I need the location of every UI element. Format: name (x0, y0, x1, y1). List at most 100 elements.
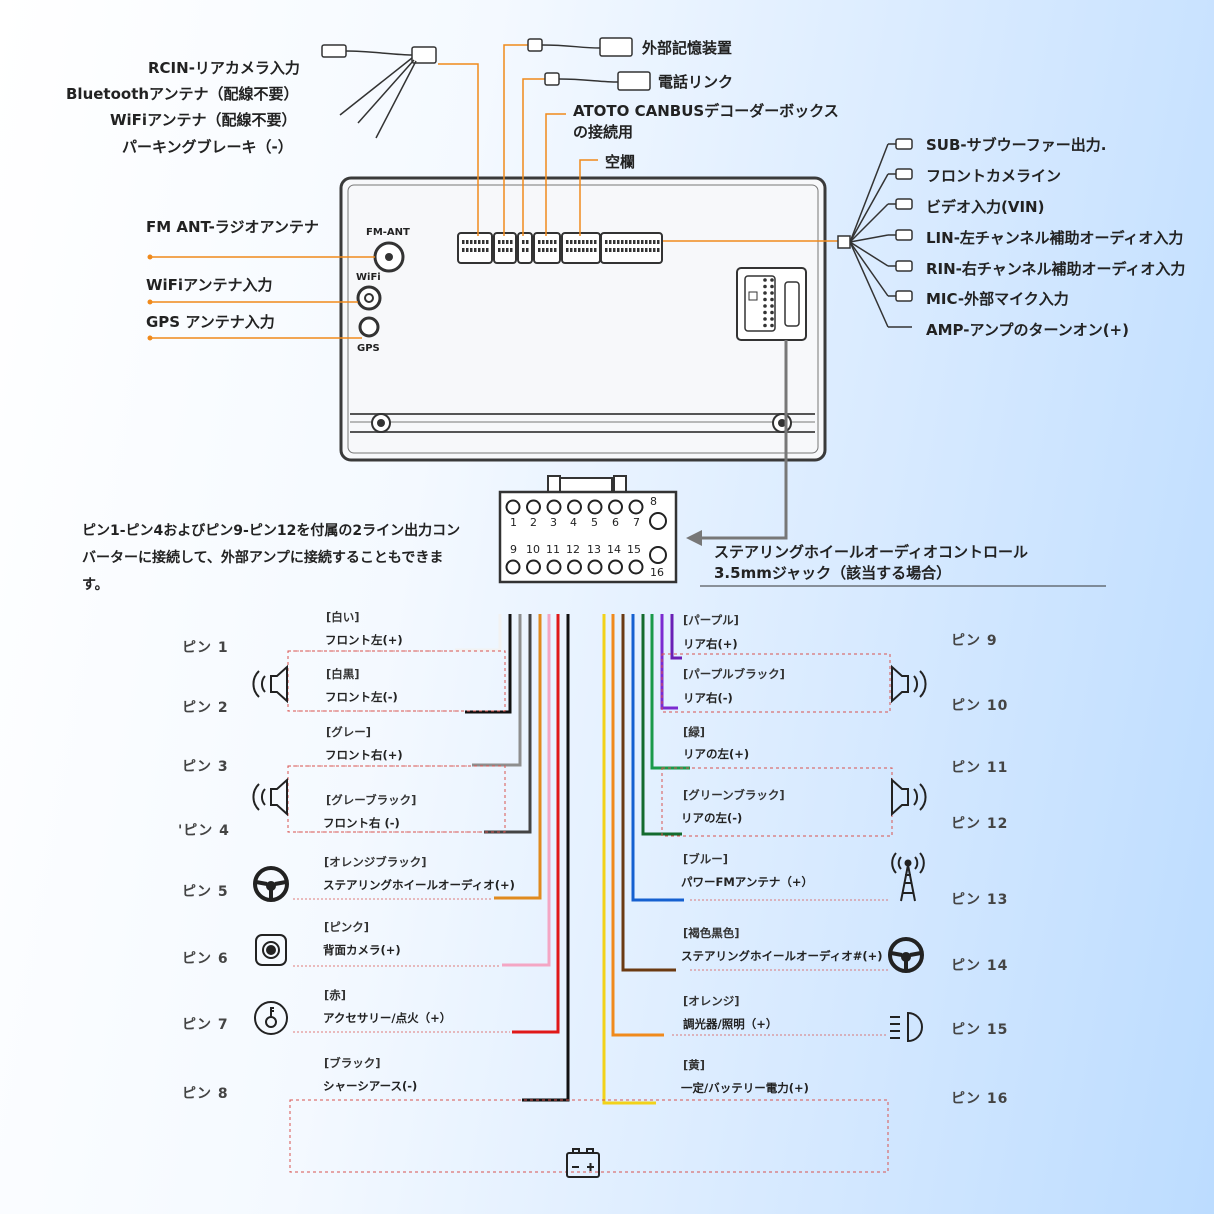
wire-color-14: [褐色黒色] (683, 926, 740, 940)
harness-pin (506, 240, 509, 244)
wifi-antenna-label: WiFiアンテナ入力 (146, 276, 273, 294)
pin-label-11: ピン 11 (951, 760, 1009, 776)
pin-hole-bottom (628, 559, 644, 575)
16-pin-connector (498, 475, 678, 584)
battery-icon (566, 1148, 600, 1178)
harness-pin (574, 248, 577, 252)
rca-cable (849, 241, 889, 297)
iso-pin (763, 284, 767, 289)
pin-label-13: ピン 13 (951, 892, 1009, 908)
fm-port-label: FM-ANT (366, 227, 410, 238)
harness-pin (570, 248, 573, 252)
harness-pin (566, 240, 569, 244)
pin-hole-top (567, 499, 582, 515)
wire-1 (455, 614, 502, 652)
wire-desc-2: フロント左(-) (325, 690, 398, 704)
wire-6 (502, 614, 551, 967)
harness-pin (498, 240, 501, 244)
pin-num-5: 5 (591, 516, 598, 529)
wire-color-10: [パープルブラック] (683, 667, 785, 681)
iso-pin (763, 297, 767, 302)
wire-color-2: [白黒] (326, 667, 360, 681)
harness-pin (613, 240, 616, 244)
harness-pin (621, 248, 624, 252)
rca-cable (849, 143, 889, 243)
harness-pin (478, 248, 481, 252)
wire-9 (670, 614, 682, 660)
pin-hole-bottom (526, 559, 541, 575)
harness-pin (617, 248, 620, 252)
harness-pin (594, 248, 597, 252)
harness-pin (570, 240, 573, 244)
harness-pin (657, 248, 660, 252)
head-unit (339, 176, 827, 462)
harness-pin (542, 248, 545, 252)
harness-pin (482, 240, 485, 244)
harness-pin (546, 240, 549, 244)
wire-color-4: [グレーブラック] (326, 793, 417, 807)
harness-pin (578, 240, 581, 244)
cable-label-rcin: RCIN-リアカメラ入力 (148, 59, 300, 77)
pin-num-7: 7 (633, 516, 640, 529)
wire-desc-6: 背面カメラ(+) (323, 943, 401, 957)
pin-num-14: 14 (607, 543, 621, 556)
pin-hole-bottom (587, 559, 603, 575)
wire-desc-1: フロント左(+) (325, 633, 403, 647)
wire-desc-9: リア右(+) (683, 637, 738, 651)
harness-pin (605, 240, 608, 244)
harness-pin (546, 248, 549, 252)
rca-label-rin: RIN-右チャンネル補助オーディオ入力 (926, 260, 1186, 278)
iso-pin (763, 310, 767, 315)
gps-port (358, 316, 380, 338)
harness-pin (582, 248, 585, 252)
wire-desc-12: リアの左(-) (681, 811, 743, 825)
harness-pin (574, 240, 577, 244)
pin-num-3: 3 (550, 516, 557, 529)
harness-pin (617, 240, 620, 244)
wire-desc-15: 調光器/照明（+） (683, 1017, 778, 1031)
usb-connectors (527, 37, 651, 91)
phone-link-label: 電話リンク (658, 73, 734, 91)
canbus-label-2: の接続用 (573, 123, 634, 141)
pin-label-3: ピン 3 (182, 759, 229, 775)
steering-jack-label-1: ステアリングホイールオーディオコントロール (714, 543, 1028, 561)
rear-camera-cable-bundle (321, 44, 437, 139)
pin-label-6: ピン 6 (182, 951, 229, 967)
speaker-icon (891, 664, 927, 704)
ignition-key-icon (254, 1001, 288, 1035)
wire-7 (512, 614, 560, 1034)
iso-pin (770, 284, 774, 289)
pin-label-5: ピン 5 (182, 884, 229, 900)
iso-pin (770, 304, 774, 308)
wifi-port-label: WiFi (356, 272, 381, 283)
harness-pin (538, 240, 541, 244)
pin-hole-bottom (546, 559, 562, 575)
harness-pin (594, 240, 597, 244)
iso-pin (770, 310, 774, 315)
harness-pin (586, 248, 589, 252)
pin-hole-bottom (505, 559, 521, 575)
converter-note: ピン1-ピン4およびピン9-ピン12を付属の2ライン出力コンバーターに接続して、… (82, 523, 461, 593)
harness-pin (590, 248, 593, 252)
harness-pin (522, 240, 525, 244)
harness-pin (613, 248, 616, 252)
pin-hole-top (526, 499, 541, 515)
pin-num-12: 12 (566, 543, 580, 556)
harness-pin (466, 248, 469, 252)
harness-pin (554, 248, 557, 252)
pin-hole-8 (649, 512, 667, 530)
harness-pin (510, 248, 513, 252)
harness-pin (582, 240, 585, 244)
harness-pin (554, 240, 557, 244)
pin-num-16: 16 (650, 566, 664, 579)
speaker-icon (891, 777, 927, 817)
iso-pin (763, 304, 767, 308)
wire-5 (494, 614, 542, 900)
iso-pin (763, 323, 767, 328)
iso-pin (770, 278, 774, 282)
pin-label-4: 'ピン 4 (178, 823, 230, 839)
pin-label-8: ピン 8 (182, 1086, 229, 1102)
harness-pin (526, 248, 529, 252)
harness-pin (538, 248, 541, 252)
